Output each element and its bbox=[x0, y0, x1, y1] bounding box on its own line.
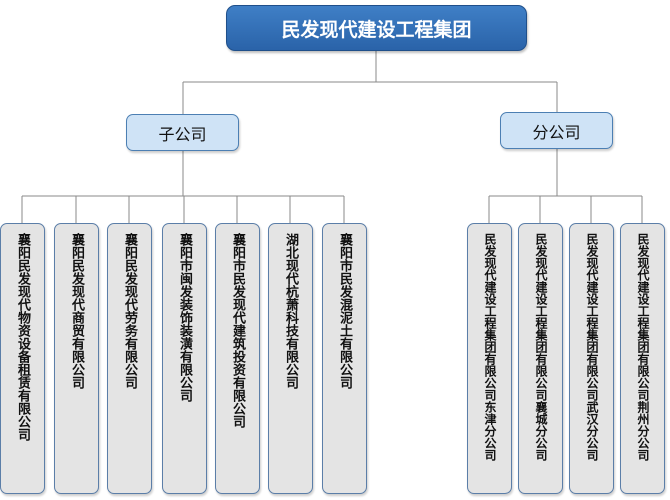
subsidiary-leaf-label: 襄阳民发现代劳务有限公司 bbox=[122, 233, 137, 389]
subsidiary-node: 子公司 bbox=[126, 114, 239, 151]
subsidiary-leaf: 襄阳民发现代物资设备租赁有限公司 bbox=[0, 223, 45, 494]
branch-leaf: 民发现代建设工程集团有限公司东津分公司 bbox=[467, 223, 512, 494]
subsidiary-leaf-label: 襄阳市闽发装饰装潢有限公司 bbox=[177, 233, 192, 402]
subsidiary-leaf: 湖北现代杭萧科技有限公司 bbox=[268, 223, 313, 494]
branch-label: 分公司 bbox=[532, 122, 581, 142]
subsidiary-leaf: 襄阳民发现代劳务有限公司 bbox=[107, 223, 152, 494]
subsidiary-leaf-label: 湖北现代杭萧科技有限公司 bbox=[283, 233, 298, 389]
subsidiary-leaf: 襄阳市民发混泥土有限公司 bbox=[322, 223, 367, 494]
subsidiary-leaf: 襄阳市闽发装饰装潢有限公司 bbox=[162, 223, 207, 494]
subsidiary-label: 子公司 bbox=[158, 124, 207, 144]
subsidiary-leaf-label: 襄阳民发现代物资设备租赁有限公司 bbox=[15, 233, 30, 441]
root-node: 民发现代建设工程集团 bbox=[226, 5, 527, 51]
subsidiary-leaf-label: 襄阳民发现代商贸有限公司 bbox=[69, 233, 84, 389]
branch-leaf: 民发现代建设工程集团有限公司荆州分公司 bbox=[620, 223, 665, 494]
root-label: 民发现代建设工程集团 bbox=[281, 18, 472, 41]
branch-leaf: 民发现代建设工程集团有限公司武汉分公司 bbox=[569, 223, 614, 494]
branch-leaf-label: 民发现代建设工程集团有限公司荆州分公司 bbox=[636, 233, 650, 461]
subsidiary-leaf: 襄阳市民发现代建筑投资有限公司 bbox=[215, 223, 260, 494]
subsidiary-leaf: 襄阳民发现代商贸有限公司 bbox=[54, 223, 99, 494]
branch-node: 分公司 bbox=[500, 112, 613, 149]
subsidiary-leaf-label: 襄阳市民发现代建筑投资有限公司 bbox=[230, 233, 245, 428]
subsidiary-leaf-label: 襄阳市民发混泥土有限公司 bbox=[337, 233, 352, 389]
branch-leaf: 民发现代建设工程集团有限公司襄城分公司 bbox=[518, 223, 563, 494]
branch-leaf-label: 民发现代建设工程集团有限公司襄城分公司 bbox=[534, 233, 548, 461]
branch-leaf-label: 民发现代建设工程集团有限公司武汉分公司 bbox=[585, 233, 599, 461]
branch-leaf-label: 民发现代建设工程集团有限公司东津分公司 bbox=[483, 233, 497, 461]
